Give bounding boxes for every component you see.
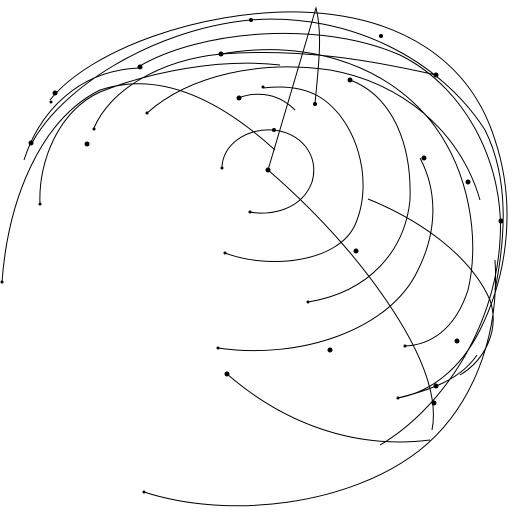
node-dot-21 (465, 179, 471, 185)
dots-group (0, 18, 504, 494)
node-dot-4 (218, 51, 224, 57)
node-dot-16 (272, 128, 276, 132)
node-dot-2 (379, 34, 383, 38)
node-dot-23 (353, 248, 359, 254)
node-dot-33 (431, 400, 437, 406)
node-dot-22 (498, 218, 504, 224)
node-dot-3 (433, 72, 439, 78)
node-dot-29 (327, 347, 333, 353)
arc-curve-2 (267, 6, 321, 171)
node-dot-34 (38, 202, 42, 206)
node-dot-27 (403, 344, 407, 348)
arc-curve-3 (267, 169, 434, 431)
node-dot-12 (236, 95, 242, 101)
arc-curve-10 (49, 11, 508, 399)
curves-group (1, 6, 508, 507)
arc-curve-11 (31, 18, 504, 291)
node-dot-26 (454, 338, 460, 344)
node-dot-1 (249, 18, 253, 22)
arc-curve-7 (237, 93, 296, 111)
node-dot-19 (248, 210, 252, 214)
node-dot-25 (306, 300, 310, 304)
node-dot-10 (92, 127, 96, 131)
node-dot-32 (396, 396, 400, 400)
arc-curve-9 (137, 32, 501, 446)
arc-curve-5 (307, 79, 411, 303)
node-dot-11 (145, 111, 149, 115)
node-dot-7 (49, 100, 53, 104)
node-dot-14 (313, 102, 317, 106)
node-dot-30 (224, 371, 230, 377)
arc-curve-6 (217, 157, 434, 352)
arc-curve-13 (39, 62, 281, 205)
node-dot-9 (84, 141, 90, 147)
arc-curve-1 (221, 129, 315, 214)
node-dot-8 (28, 140, 34, 146)
node-dot-20 (421, 155, 427, 161)
node-dot-35 (0, 280, 4, 284)
node-dot-28 (216, 346, 220, 350)
node-dot-5 (137, 64, 143, 70)
arc-curve-20 (397, 354, 478, 399)
node-dot-24 (223, 251, 227, 255)
node-dot-13 (261, 85, 265, 89)
node-dot-17 (265, 167, 271, 173)
node-dot-31 (433, 383, 439, 389)
node-dot-15 (347, 77, 353, 83)
node-dot-36 (142, 490, 146, 494)
node-dot-6 (52, 90, 58, 96)
node-dot-18 (220, 166, 224, 170)
arc-curve-17 (143, 259, 497, 507)
arc-curve-19 (367, 198, 494, 376)
arc-curve-16 (1, 83, 276, 283)
arc-curve-18 (226, 373, 431, 443)
arc-curve-4 (224, 86, 364, 262)
arc-curve-15 (146, 66, 481, 201)
